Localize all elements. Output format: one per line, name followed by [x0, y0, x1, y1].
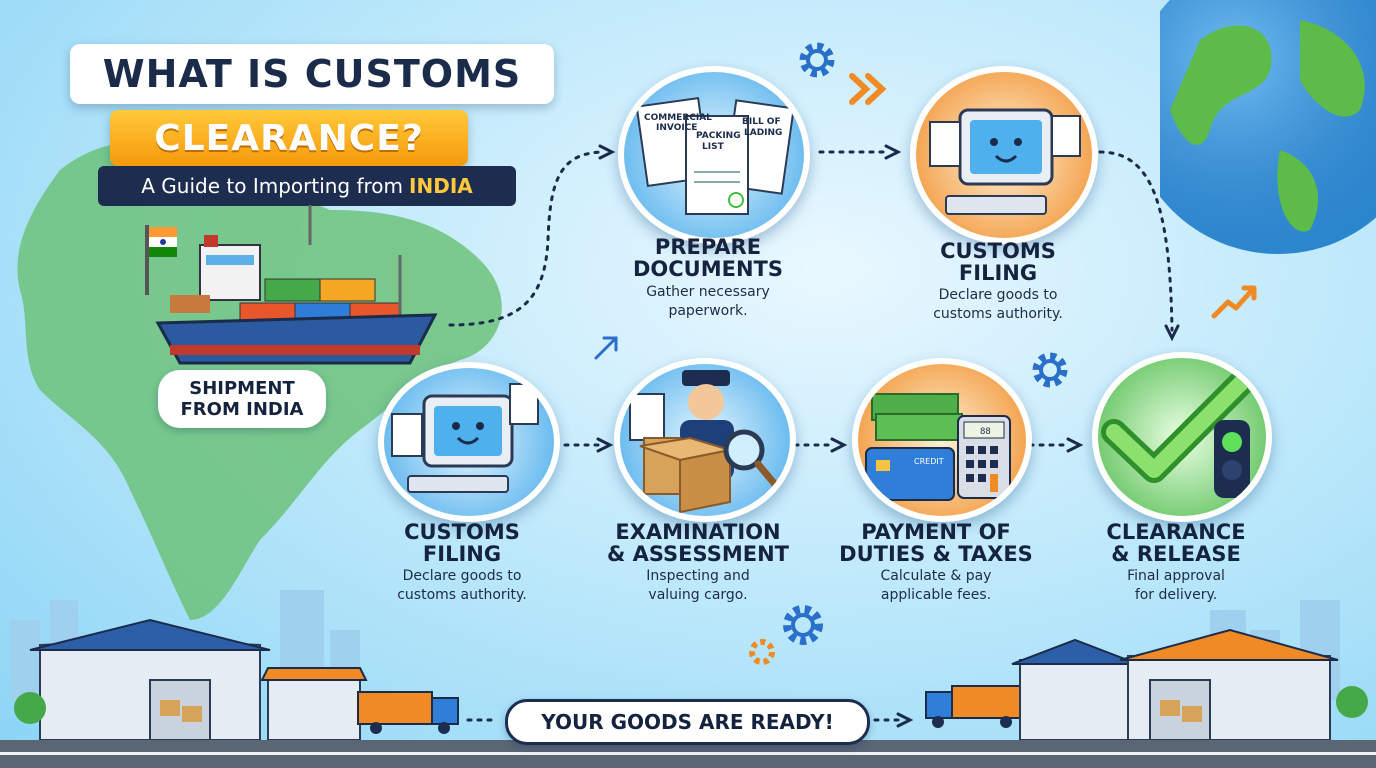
- step-title-prepare-documents: PREPARE DOCUMENTS: [608, 236, 808, 280]
- step-desc-line: Calculate & pay: [880, 568, 992, 584]
- card-label: CREDIT: [914, 457, 944, 466]
- calculator-display: 88: [980, 427, 991, 437]
- step-title-payment: PAYMENT OF DUTIES & TAXES: [836, 521, 1036, 565]
- gear-icon: [749, 639, 775, 665]
- title-line-1-card: WHAT IS CUSTOMS: [70, 44, 554, 104]
- cargo-ship-icon: [145, 205, 438, 365]
- city-skyline-illustration: [0, 590, 1376, 768]
- examination-circle: [614, 358, 796, 522]
- globe-illustration: [1160, 0, 1376, 254]
- step-desc-line: for delivery.: [1134, 587, 1218, 603]
- connector-filing-to-clearance: [1098, 150, 1174, 332]
- step-title-line: CUSTOMS: [940, 239, 1056, 263]
- doc-label: INVOICE: [656, 123, 697, 133]
- subtitle-bar: A Guide to Importing from INDIA: [98, 166, 516, 206]
- step-title-line: & ASSESSMENT: [607, 542, 789, 566]
- step-desc-line: valuing cargo.: [648, 587, 748, 603]
- customs-filing-bottom-circle: [378, 362, 560, 522]
- step-desc-line: applicable fees.: [880, 587, 992, 603]
- doc-label: BILL OF: [742, 117, 781, 127]
- clearance-circle: [1092, 352, 1272, 522]
- step-desc-payment: Calculate & pay applicable fees.: [846, 567, 1026, 605]
- doc-label: COMMERCIAL: [644, 113, 712, 123]
- gear-icon: [1032, 352, 1068, 388]
- prepare-documents-circle: COMMERCIAL INVOICE PACKING LIST BILL OF …: [618, 66, 810, 244]
- origin-line-1: SHIPMENT: [189, 378, 295, 399]
- title-line-2: CLEARANCE?: [154, 117, 424, 159]
- step-desc-examination: Inspecting and valuing cargo.: [608, 567, 788, 605]
- arrowhead: [884, 144, 902, 160]
- doc-label: PACKING: [696, 131, 741, 141]
- money-calculator-icon: CREDIT 88: [865, 393, 1011, 501]
- subtitle-highlight: INDIA: [409, 174, 473, 198]
- customs-filing-top-circle: [910, 66, 1098, 244]
- double-chevron-icon: [849, 73, 887, 105]
- documents-illustration: COMMERCIAL INVOICE PACKING LIST BILL OF …: [635, 96, 795, 215]
- connector-ship-to-documents: [448, 150, 607, 327]
- step-desc-line: customs authority.: [933, 306, 1063, 322]
- step-title-line: & RELEASE: [1111, 542, 1241, 566]
- origin-line-2: FROM INDIA: [180, 399, 304, 420]
- arrowhead: [596, 437, 614, 453]
- arrowhead: [598, 144, 616, 160]
- step-desc-customs-filing-bottom: Declare goods to customs authority.: [372, 567, 552, 605]
- arrowhead: [896, 712, 914, 728]
- step-desc-line: Declare goods to: [402, 568, 522, 584]
- arrowhead: [830, 437, 848, 453]
- gear-icon: [783, 605, 823, 645]
- step-title-line: FILING: [422, 542, 502, 566]
- customs-officer-icon: [629, 370, 782, 514]
- step-title-line: PREPARE: [654, 235, 762, 259]
- step-desc-prepare-documents: Gather necessary paperwork.: [618, 283, 798, 321]
- step-title-line: DOCUMENTS: [632, 257, 783, 281]
- title-line-2-card: CLEARANCE?: [110, 110, 468, 166]
- origin-label: SHIPMENT FROM INDIA: [158, 370, 326, 428]
- step-desc-line: Gather necessary: [646, 284, 770, 300]
- step-title-line: PAYMENT OF: [861, 520, 1011, 544]
- step-title-line: DUTIES & TAXES: [839, 542, 1033, 566]
- step-desc-line: Final approval: [1127, 568, 1225, 584]
- step-title-clearance: CLEARANCE & RELEASE: [1076, 521, 1276, 565]
- step-desc-line: Declare goods to: [938, 287, 1058, 303]
- payment-circle: CREDIT 88: [852, 358, 1032, 522]
- doc-label: LIST: [702, 142, 725, 152]
- step-desc-clearance: Final approval for delivery.: [1086, 567, 1266, 605]
- step-title-line: FILING: [958, 261, 1038, 285]
- computer-icon: [391, 383, 539, 493]
- step-desc-line: paperwork.: [668, 303, 748, 319]
- step-desc-line: customs authority.: [397, 587, 527, 603]
- checkmark-icon: [1101, 363, 1261, 498]
- goods-ready-banner: YOUR GOODS ARE READY!: [505, 699, 870, 745]
- small-arrow-icon: [594, 336, 618, 360]
- goods-ready-text: YOUR GOODS ARE READY!: [541, 710, 834, 734]
- computer-icon: [929, 108, 1081, 215]
- step-desc-customs-filing-top: Declare goods to customs authority.: [908, 286, 1088, 324]
- arrowhead: [1066, 437, 1084, 453]
- trend-arrow-icon: [1211, 285, 1257, 319]
- gear-icon: [799, 42, 835, 78]
- step-title-customs-filing-top: CUSTOMS FILING: [898, 240, 1098, 284]
- step-desc-line: Inspecting and: [646, 568, 750, 584]
- step-title-examination: EXAMINATION & ASSESSMENT: [598, 521, 798, 565]
- step-title-line: CUSTOMS: [404, 520, 520, 544]
- step-title-customs-filing-bottom: CUSTOMS FILING: [362, 521, 562, 565]
- step-title-line: EXAMINATION: [615, 520, 781, 544]
- subtitle-text: A Guide to Importing from: [141, 174, 404, 198]
- title-line-1: WHAT IS CUSTOMS: [102, 52, 522, 96]
- arrowhead: [1164, 324, 1180, 342]
- doc-label: LADING: [744, 128, 782, 138]
- step-title-line: CLEARANCE: [1106, 520, 1246, 544]
